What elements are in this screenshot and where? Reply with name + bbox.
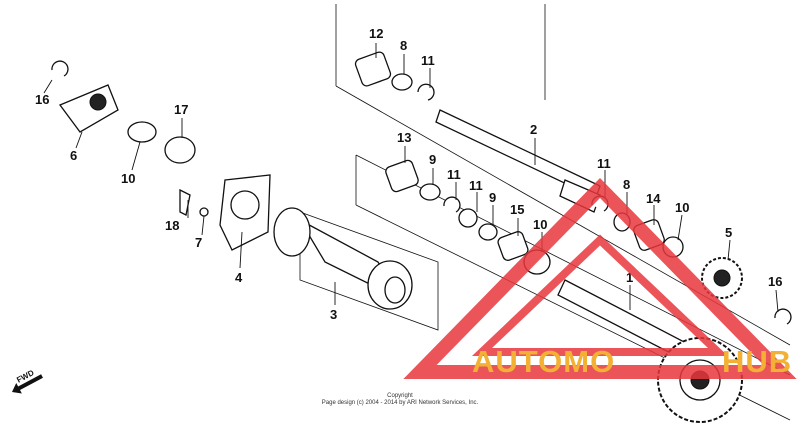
gear-5 bbox=[701, 257, 743, 299]
callout-18: 18 bbox=[165, 218, 179, 233]
copyright-line-1: Copyright bbox=[387, 393, 413, 399]
callout-11: 11 bbox=[469, 178, 483, 193]
small-parts bbox=[51, 51, 792, 325]
callout-16: 16 bbox=[35, 92, 49, 107]
callout-9: 9 bbox=[489, 190, 496, 205]
callout-11: 11 bbox=[597, 156, 611, 171]
part-2-shaft bbox=[435, 109, 601, 213]
callout-10: 10 bbox=[121, 171, 135, 186]
callout-12: 12 bbox=[369, 26, 383, 41]
callout-11: 11 bbox=[421, 53, 435, 68]
callout-5: 5 bbox=[725, 225, 732, 240]
callout-7: 7 bbox=[195, 235, 202, 250]
callout-10: 10 bbox=[675, 200, 689, 215]
watermark-text-right: HUB bbox=[722, 344, 792, 379]
callout-8: 8 bbox=[623, 177, 630, 192]
callout-1: 1 bbox=[626, 270, 633, 285]
watermark-logo: AUTOMO HUB bbox=[403, 177, 797, 379]
callout-10: 10 bbox=[533, 217, 547, 232]
callout-9: 9 bbox=[429, 152, 436, 167]
copyright-line-2: Page design (c) 2004 - 2014 by ARI Netwo… bbox=[322, 400, 479, 406]
callout-2: 2 bbox=[530, 122, 537, 137]
callout-11: 11 bbox=[447, 167, 461, 182]
callout-16: 16 bbox=[768, 274, 782, 289]
callout-3: 3 bbox=[330, 307, 337, 322]
callout-labels: 12 8 11 16 6 17 10 2 13 9 11 11 9 15 10 … bbox=[35, 26, 782, 322]
callout-13: 13 bbox=[397, 130, 411, 145]
callout-6: 6 bbox=[70, 148, 77, 163]
callout-17: 17 bbox=[174, 102, 188, 117]
callout-14: 14 bbox=[646, 191, 661, 206]
callout-8: 8 bbox=[400, 38, 407, 53]
callout-4: 4 bbox=[235, 270, 243, 285]
fwd-indicator: FWD bbox=[12, 368, 43, 394]
copyright-block: Copyright Page design (c) 2004 - 2014 by… bbox=[322, 393, 479, 406]
callout-15: 15 bbox=[510, 202, 524, 217]
part-3-sleeve bbox=[273, 207, 439, 331]
watermark-text-left: AUTOMO bbox=[472, 344, 615, 379]
